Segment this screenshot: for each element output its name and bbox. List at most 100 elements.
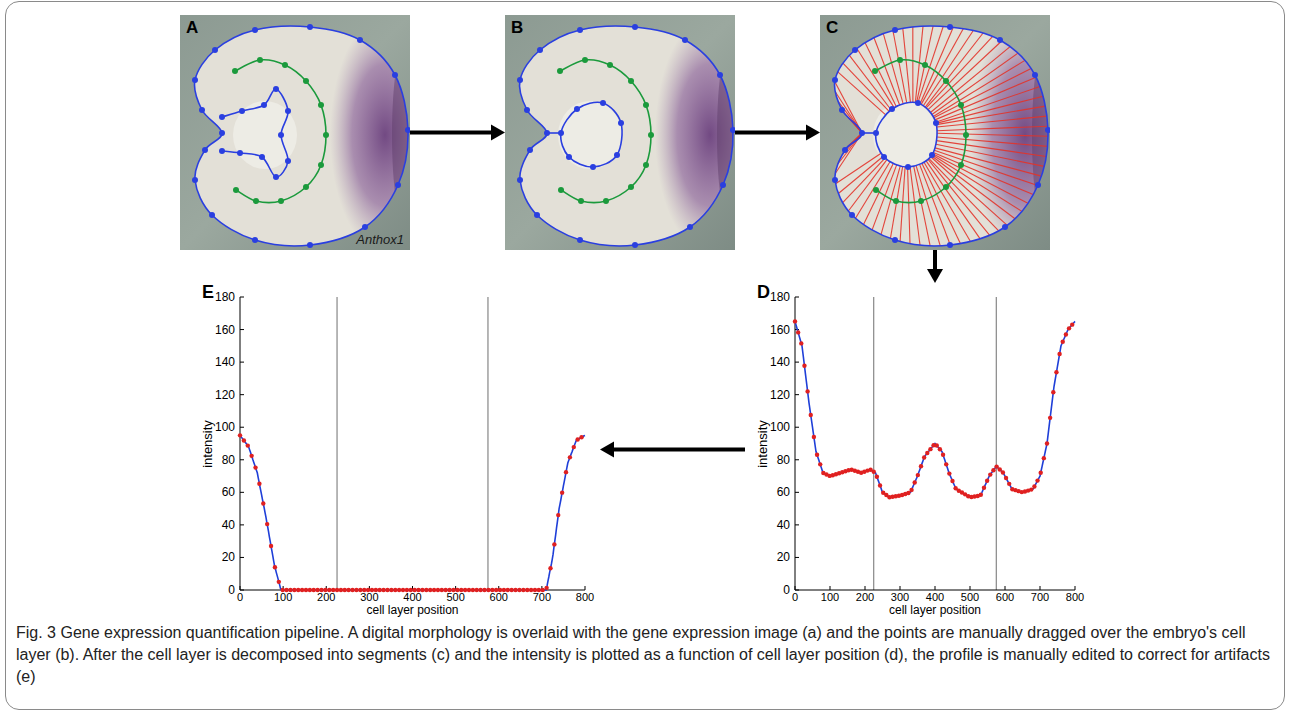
control-point — [282, 62, 288, 68]
x-tick-label: 800 — [576, 592, 594, 603]
control-point — [239, 108, 245, 114]
control-point — [199, 107, 205, 113]
control-point — [202, 147, 208, 153]
segment-ray — [848, 160, 887, 211]
axis-tick — [970, 586, 971, 590]
control-point — [252, 237, 258, 243]
profile-point — [1067, 326, 1071, 330]
arrow-head — [806, 125, 820, 141]
control-point — [873, 187, 879, 193]
x-tick-label: 400 — [403, 592, 421, 603]
segment-ray — [937, 137, 1048, 146]
control-point — [219, 114, 225, 120]
profile-point — [875, 475, 879, 479]
segment-rays — [835, 26, 1048, 246]
control-point — [558, 187, 564, 193]
profile-point — [300, 588, 304, 592]
segment-ray — [881, 166, 900, 235]
profile-point — [529, 588, 533, 592]
axis-tick — [240, 586, 241, 590]
profile-point — [265, 522, 269, 526]
axis-tick — [795, 297, 799, 298]
profile-point — [812, 435, 816, 439]
control-point — [524, 107, 530, 113]
profile-point — [922, 455, 926, 459]
embryo-image — [180, 15, 410, 250]
profile-point — [475, 588, 479, 592]
control-point — [303, 78, 309, 84]
profile-chart — [745, 283, 1095, 616]
control-point — [1045, 127, 1050, 133]
profile-point — [304, 588, 308, 592]
control-point — [285, 108, 291, 114]
profile-point — [1061, 340, 1065, 344]
axis-tick — [585, 586, 586, 590]
axis-tick — [795, 459, 799, 460]
control-point — [933, 120, 939, 126]
profile-point — [471, 588, 475, 592]
flow-arrow — [410, 125, 505, 141]
control-point — [577, 237, 583, 243]
control-point — [905, 164, 911, 170]
profile-point — [878, 483, 882, 487]
y-tick-label: 120 — [770, 389, 790, 401]
panel-letter: C — [826, 19, 838, 36]
y-tick-label: 80 — [222, 454, 235, 466]
x-tick-label: 200 — [317, 592, 335, 603]
segment-ray — [933, 60, 1025, 116]
axis-tick — [240, 524, 244, 525]
profile-point — [947, 471, 951, 475]
profile-point — [579, 435, 583, 439]
x-axis-label: cell layer position — [366, 604, 458, 616]
axis-tick — [830, 586, 831, 590]
control-point — [557, 68, 563, 74]
axis-tick — [240, 459, 244, 460]
control-point — [318, 102, 324, 108]
segment-divider — [337, 297, 338, 590]
profile-point — [1007, 482, 1011, 486]
profile-point — [397, 588, 401, 592]
segment-ray — [838, 133, 862, 164]
control-point — [648, 132, 654, 138]
control-point — [307, 242, 313, 248]
control-point — [566, 154, 572, 160]
stain-group — [330, 17, 410, 250]
control-point — [839, 107, 845, 113]
y-tick-label: 40 — [777, 519, 790, 531]
segment-ray — [936, 144, 1044, 166]
control-point — [534, 212, 540, 218]
y-tick-label: 40 — [222, 519, 235, 531]
embryo-cavity — [558, 101, 622, 169]
segment-divider — [873, 297, 874, 590]
profile-point — [552, 542, 556, 546]
segment-ray — [838, 156, 883, 193]
control-point — [859, 130, 865, 136]
control-point — [929, 152, 935, 158]
profile-point — [1029, 487, 1033, 491]
chart-axes — [795, 297, 1075, 590]
x-tick-label: 600 — [490, 592, 508, 603]
control-point — [873, 130, 879, 136]
axis-tick — [240, 329, 244, 330]
segment-ray — [928, 41, 1002, 110]
control-point — [832, 77, 838, 83]
control-point — [943, 184, 949, 190]
profile-point — [575, 437, 579, 441]
segment-ray — [936, 96, 1043, 123]
axis-tick — [1005, 586, 1006, 590]
segment-ray — [920, 164, 951, 245]
profile-point — [913, 480, 917, 484]
profile-point — [292, 588, 296, 592]
control-point — [628, 184, 634, 190]
segment-ray — [935, 148, 1041, 176]
profile-point — [560, 490, 564, 494]
arrow-shaft — [933, 250, 937, 269]
profile-point — [1064, 332, 1068, 336]
x-tick-label: 500 — [961, 592, 979, 603]
x-tick-label: 0 — [237, 592, 243, 603]
segment-ray — [910, 167, 920, 245]
control-point — [233, 187, 239, 193]
control-point — [881, 154, 887, 160]
y-axis-label: intensity — [201, 420, 214, 468]
panel-letter: D — [757, 283, 770, 301]
